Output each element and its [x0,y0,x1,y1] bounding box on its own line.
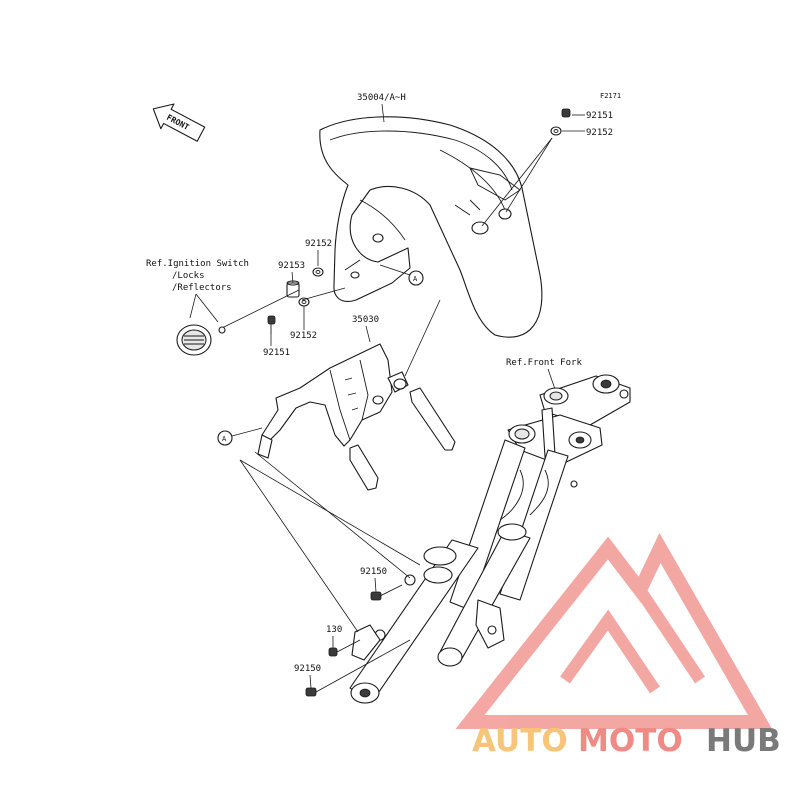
ref-ignition-line3: /Reflectors [172,283,232,293]
watermark-logo-icon [455,532,773,729]
washer-icon [312,267,324,277]
bolt-icon [561,108,571,118]
bolt-icon [267,315,276,334]
fender-part-number: 35004/A~H [357,93,406,103]
bolt-mid-part-number: 92151 [263,348,290,358]
svg-text:A: A [413,275,418,283]
front-fender [319,116,543,338]
ref-front-fork: Ref.Front Fork [506,358,582,368]
washer-top-part-number: 92152 [586,128,613,138]
callout-a-upper: A [379,264,424,286]
bolt-fork-b-part-number: 92150 [294,664,321,674]
bracket-part-number: 35030 [352,315,379,325]
clamp-part-number: 130 [326,625,342,635]
clamp-icon [328,624,381,661]
watermark-brand-hub: HUB [706,723,781,759]
fender-bracket [257,343,456,491]
washer-mid-a-part-number: 92152 [305,239,332,249]
washer-icon [550,126,562,136]
bolt-icon [305,687,317,697]
ref-ignition-line2: /Locks [172,271,205,281]
washer-mid-b-part-number: 92152 [290,331,317,341]
bolt-fork-a-part-number: 92150 [360,567,387,577]
watermark-brand-auto: AUTO [472,723,568,759]
ref-ignition-line1: Ref.Ignition Switch [146,259,249,269]
reflector-icon [176,324,226,356]
bolt-icon [370,584,403,601]
diagram-code: F2171 [600,92,621,100]
spacer-part-number: 92153 [278,261,305,271]
front-fork [349,374,631,704]
watermark-brand-moto: MOTO [578,723,683,759]
svg-text:A: A [222,435,227,443]
callout-a-lower: A [217,427,263,446]
bolt-top-part-number: 92151 [586,111,613,121]
front-arrow-icon: FRONT [152,103,206,142]
